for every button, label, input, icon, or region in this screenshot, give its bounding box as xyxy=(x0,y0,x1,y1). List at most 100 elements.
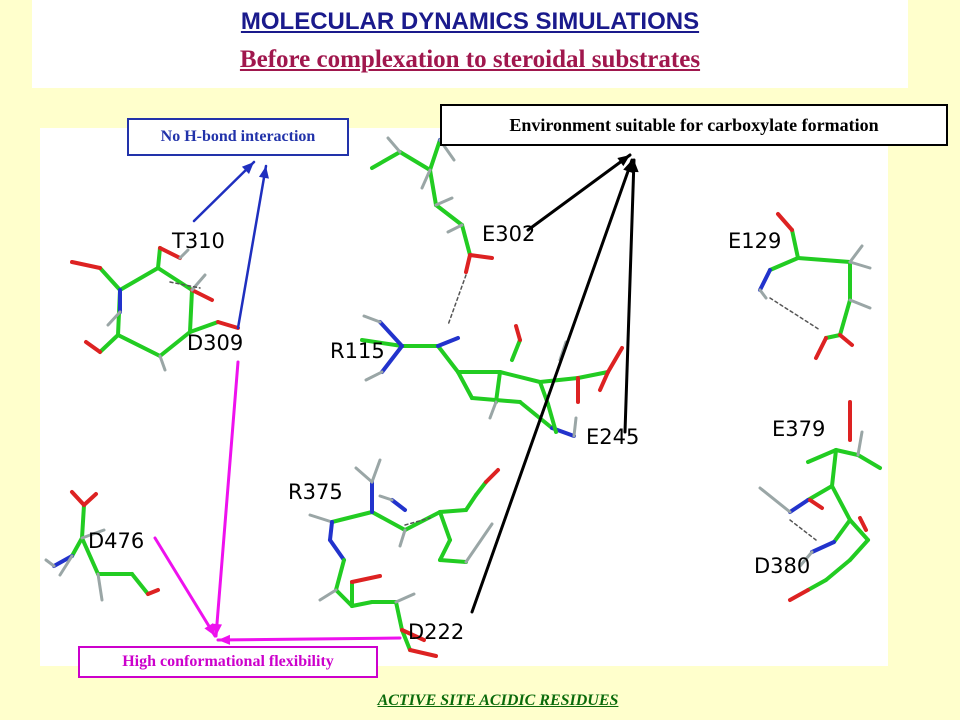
blue-arrow-d309 xyxy=(236,164,268,330)
bond xyxy=(328,538,346,562)
pink-arrow-d222-head xyxy=(218,634,231,645)
bond xyxy=(758,486,792,514)
bond xyxy=(438,558,468,564)
bond xyxy=(576,370,610,380)
bond xyxy=(398,150,432,172)
blue-arrow-t310 xyxy=(192,160,256,223)
residue-label: E245 xyxy=(586,425,639,449)
hbond xyxy=(404,517,431,526)
bond xyxy=(386,136,402,154)
bond xyxy=(438,508,468,514)
footer-caption: ACTIVE SITE ACIDIC RESIDUES xyxy=(377,692,619,709)
bond xyxy=(484,468,500,484)
bond xyxy=(80,503,86,540)
pink-arrow-d222 xyxy=(216,636,402,642)
bond xyxy=(438,510,452,542)
bond xyxy=(498,370,542,384)
bond xyxy=(330,510,374,524)
black-arrow-e302 xyxy=(526,153,632,232)
hbond xyxy=(789,519,817,541)
bond xyxy=(838,333,854,347)
bond xyxy=(400,628,426,642)
bond xyxy=(848,244,864,264)
bond xyxy=(390,498,407,512)
blue-arrow-d309-head xyxy=(258,166,269,179)
bond xyxy=(334,588,354,608)
bond xyxy=(832,518,852,544)
molecular-structure-panel xyxy=(40,128,888,666)
bond xyxy=(468,253,494,260)
bond xyxy=(44,558,56,568)
bond xyxy=(420,168,432,190)
bond xyxy=(378,494,394,502)
bond xyxy=(798,550,814,568)
annotation-arrows xyxy=(153,153,639,645)
no-hbond-callout: No H-bond interaction xyxy=(127,118,349,156)
flexibility-callout: High conformational flexibility xyxy=(78,646,378,678)
bond xyxy=(350,600,374,608)
residue-label: T310 xyxy=(171,229,225,253)
bond xyxy=(606,346,624,374)
bond xyxy=(328,520,334,542)
hbond xyxy=(169,281,201,289)
bond xyxy=(848,260,872,270)
bond xyxy=(70,260,102,270)
bond xyxy=(848,518,870,542)
bond xyxy=(394,600,404,632)
black-arrow-e302-head xyxy=(617,155,630,167)
bond xyxy=(190,273,207,292)
bond xyxy=(460,223,472,257)
bond xyxy=(494,370,502,404)
bond xyxy=(434,196,454,207)
black-arrow-e245-head xyxy=(628,160,639,173)
title-panel: MOLECULAR DYNAMICS SIMULATIONS Before co… xyxy=(32,0,908,88)
residue-label: E379 xyxy=(772,417,825,441)
bond xyxy=(130,572,150,596)
bond xyxy=(106,310,122,327)
bond xyxy=(824,333,842,340)
bond xyxy=(84,340,102,354)
bond xyxy=(464,493,478,512)
pink-arrow-d309 xyxy=(214,360,240,638)
residue-bonds xyxy=(44,130,882,658)
bond xyxy=(158,246,182,260)
bond xyxy=(808,498,824,510)
bond xyxy=(436,344,460,374)
bond xyxy=(830,448,838,488)
bond xyxy=(98,333,120,354)
bond xyxy=(768,256,800,272)
bond xyxy=(598,370,610,392)
bond xyxy=(58,554,74,577)
bond xyxy=(824,558,852,582)
residue-label: E302 xyxy=(482,222,535,246)
bond xyxy=(488,400,498,420)
bond xyxy=(446,223,464,234)
bond xyxy=(318,588,338,602)
bond xyxy=(546,402,558,434)
pink-arrow-d476 xyxy=(153,536,217,638)
bond xyxy=(380,344,404,374)
bond xyxy=(370,458,382,484)
bond xyxy=(810,540,836,554)
bond xyxy=(178,248,190,260)
bond xyxy=(428,168,438,207)
bond xyxy=(362,314,382,324)
black-arrow-e245 xyxy=(623,158,636,434)
bond xyxy=(158,354,167,372)
bond xyxy=(788,498,810,514)
bond xyxy=(146,588,160,596)
hbond xyxy=(769,297,821,331)
pink-arrow-d476-head xyxy=(204,623,215,636)
bond xyxy=(856,453,882,470)
bond xyxy=(456,370,474,400)
bond xyxy=(52,554,74,568)
hydrogen-bonds xyxy=(169,274,821,541)
bond xyxy=(856,430,864,457)
bond xyxy=(510,338,522,362)
residue-label: E129 xyxy=(728,229,781,253)
bond xyxy=(758,268,772,292)
slide-subtitle: Before complexation to steroidal substra… xyxy=(239,46,701,73)
bond xyxy=(408,648,438,658)
bond xyxy=(428,138,442,172)
